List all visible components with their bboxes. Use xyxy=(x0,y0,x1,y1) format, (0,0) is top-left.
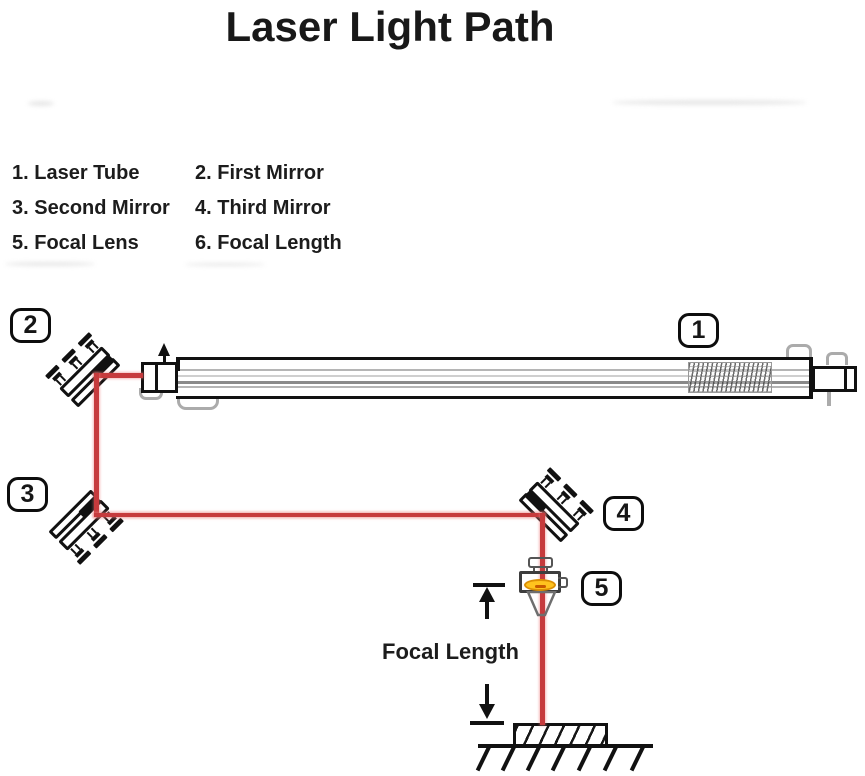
lens-neck xyxy=(533,566,548,573)
tube-cooling-coil xyxy=(688,362,772,393)
scan-smudge xyxy=(5,262,95,266)
tube-inner-line xyxy=(176,386,809,388)
tube-up-arrow-icon xyxy=(158,343,170,356)
tube-bracket-icon xyxy=(826,352,848,365)
laser-beam-mirror1-to-mirror2 xyxy=(94,373,99,517)
legend-item-second-mirror: 3. Second Mirror xyxy=(12,197,170,219)
scan-smudge xyxy=(185,263,265,266)
tube-bracket-icon xyxy=(139,388,163,400)
tube-up-arrow-stem xyxy=(163,355,166,364)
dimension-bottom-bar xyxy=(470,721,504,725)
third-mirror xyxy=(506,455,606,555)
callout-first-mirror: 2 xyxy=(10,308,51,343)
callout-third-mirror: 4 xyxy=(603,496,644,531)
focal-lens-glass xyxy=(524,579,556,591)
legend-item-first-mirror: 2. First Mirror xyxy=(195,162,324,184)
ground-hatch-mark xyxy=(475,746,491,772)
ground-hatch-mark xyxy=(629,746,645,772)
ground-hatch-mark xyxy=(525,746,541,772)
legend-item-focal-lens: 5. Focal Lens xyxy=(12,232,139,254)
laser-beam-mirror2-to-mirror3 xyxy=(94,512,545,517)
ground-hatch-mark xyxy=(576,746,592,772)
callout-second-mirror: 3 xyxy=(7,477,48,512)
mirror-mount-icon xyxy=(518,466,595,543)
dimension-top-bar xyxy=(473,583,505,587)
legend: 1. Laser Tube 2. First Mirror 3. Second … xyxy=(12,161,342,255)
arrow-down-stem xyxy=(485,684,489,706)
tube-inner-line xyxy=(176,375,809,377)
lens-side-knob xyxy=(558,577,568,588)
callout-laser-tube: 1 xyxy=(678,313,719,348)
lens-top-cap xyxy=(528,557,553,568)
laser-beam-tube-to-mirror1 xyxy=(94,373,143,378)
page-title: Laser Light Path xyxy=(225,3,555,50)
mirror-mount-icon xyxy=(48,489,125,566)
focal-length-label: Focal Length xyxy=(382,639,519,664)
tube-bracket-icon xyxy=(177,394,219,410)
tube-bracket-icon xyxy=(786,344,812,360)
second-mirror xyxy=(36,477,136,577)
legend-item-focal-length: 6. Focal Length xyxy=(195,232,342,254)
laser-beam-mirror3-to-workpiece xyxy=(540,512,545,725)
scan-smudge xyxy=(612,100,807,105)
output-coupler-divider xyxy=(155,365,158,390)
lens-center-mark xyxy=(535,584,546,588)
ground-hatch-mark xyxy=(550,746,566,772)
tube-end-cap xyxy=(812,366,857,392)
tube-bracket-pin xyxy=(827,392,831,406)
lens-nozzle-cone-icon xyxy=(526,591,557,617)
callout-focal-lens: 5 xyxy=(581,571,622,606)
mirror-mount-icon xyxy=(44,331,121,408)
arrow-down-icon xyxy=(479,704,495,719)
tube-inner-line xyxy=(176,369,809,371)
ground-line xyxy=(478,744,653,748)
legend-item-laser-tube: 1. Laser Tube xyxy=(12,162,140,184)
ground-hatch-mark xyxy=(602,746,618,772)
ground-hatch-mark xyxy=(500,746,516,772)
tube-output-coupler xyxy=(141,362,178,393)
end-cap-divider xyxy=(844,369,847,389)
scan-smudge xyxy=(28,101,54,106)
arrow-up-stem xyxy=(485,599,489,619)
arrow-up-icon xyxy=(479,587,495,602)
legend-item-third-mirror: 4. Third Mirror xyxy=(195,197,331,219)
tube-inner-line xyxy=(176,381,809,384)
